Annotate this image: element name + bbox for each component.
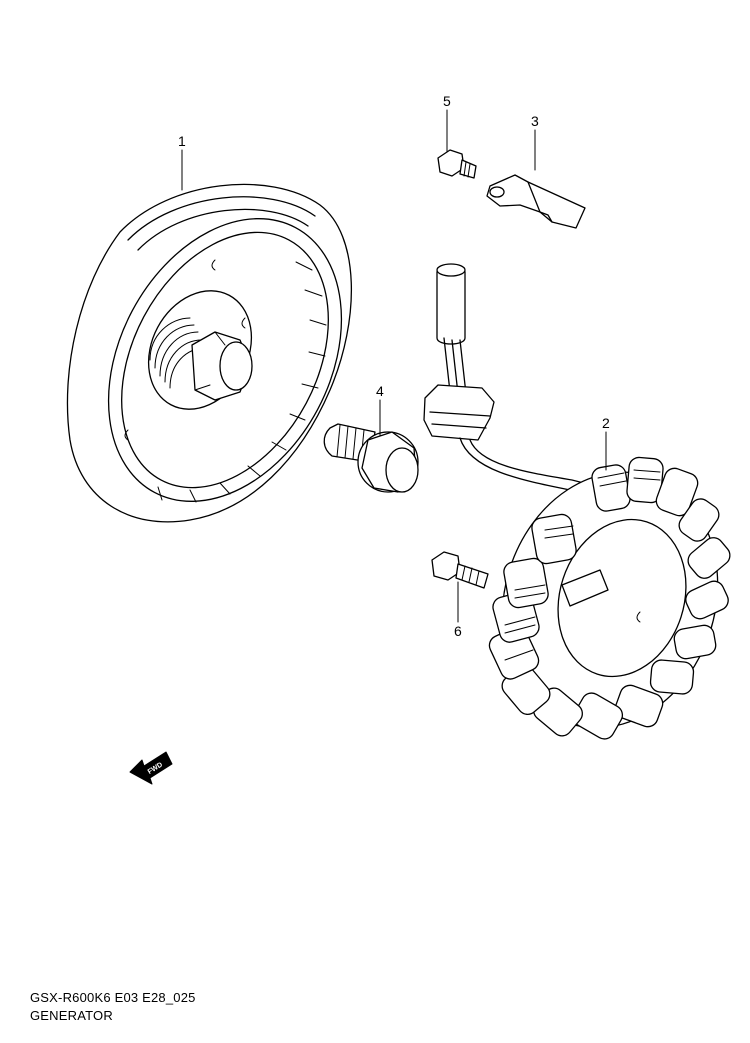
part-2-stator (423, 263, 731, 740)
callout-4: 4 (376, 383, 384, 399)
callout-6: 6 (454, 623, 462, 639)
callout-5: 5 (443, 93, 451, 109)
part-6-screw (431, 551, 489, 589)
callout-2: 2 (602, 415, 610, 431)
fwd-arrow-icon: FWD (129, 751, 173, 785)
part-3-clamp (486, 174, 586, 229)
part-4-bolt (323, 423, 419, 493)
drawing-code: GSX-R600K6 E03 E28_025 (30, 990, 196, 1005)
callout-3: 3 (531, 113, 539, 129)
part-1-rotor (66, 183, 353, 523)
part-5-screw (437, 149, 477, 179)
leader-lines (181, 109, 607, 623)
drawing-title: GENERATOR (30, 1008, 113, 1023)
callout-1: 1 (178, 133, 186, 149)
